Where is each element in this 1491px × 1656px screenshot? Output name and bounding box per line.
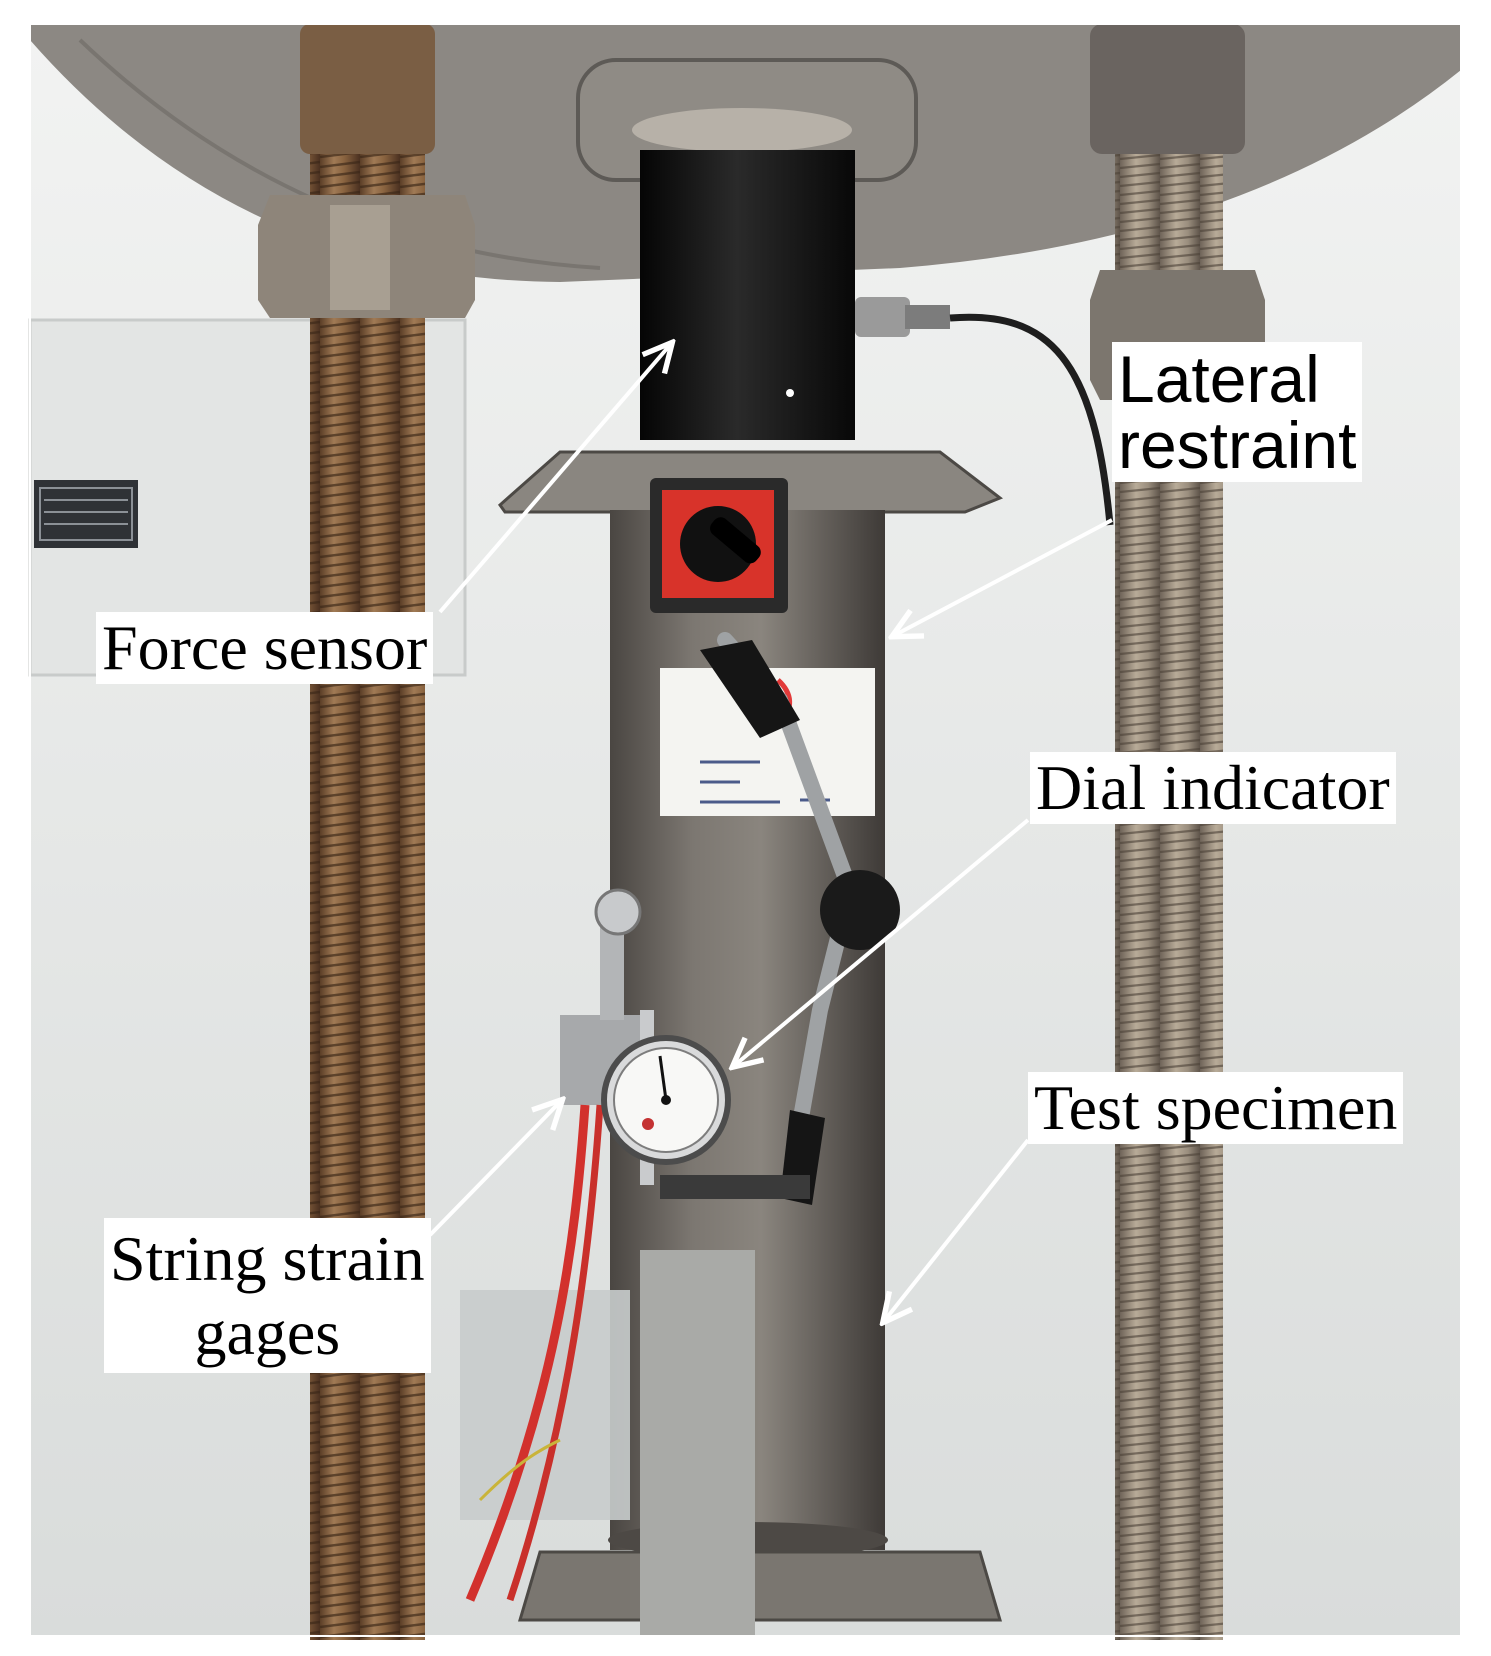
red-wire xyxy=(465,1104,590,1602)
dial-gauge-icon xyxy=(601,1010,731,1185)
label-dial-indicator: Dial indicator xyxy=(1030,752,1396,824)
label-lateral-line-2: restraint xyxy=(1118,408,1357,482)
label-lateral-line-1: Lateral xyxy=(1118,342,1320,416)
force-sensor-body xyxy=(640,150,855,440)
sensor-cable xyxy=(949,313,1114,526)
arrow-icon xyxy=(428,1102,560,1237)
label-string-line-2: gages xyxy=(194,1296,341,1368)
nameplate xyxy=(34,480,138,548)
label-force-sensor: Force sensor xyxy=(96,612,434,684)
label-string-strain-gages: String strain gages xyxy=(104,1218,431,1374)
label-string-line-1: String strain xyxy=(110,1223,425,1294)
label-test-specimen: Test specimen xyxy=(1028,1072,1404,1144)
bottom-base-plate xyxy=(517,1550,1003,1622)
arrow-icon xyxy=(735,818,1030,1065)
left-threaded-rod xyxy=(310,140,425,1640)
arrow-icon xyxy=(438,345,670,614)
arrow-icon xyxy=(885,1138,1030,1320)
arrow-icon xyxy=(895,518,1113,635)
concrete-block xyxy=(640,1250,755,1635)
sensor-connector xyxy=(855,297,910,337)
arm-lock-knob xyxy=(820,870,900,950)
label-lateral-restraint: Lateral restraint xyxy=(1112,342,1363,482)
